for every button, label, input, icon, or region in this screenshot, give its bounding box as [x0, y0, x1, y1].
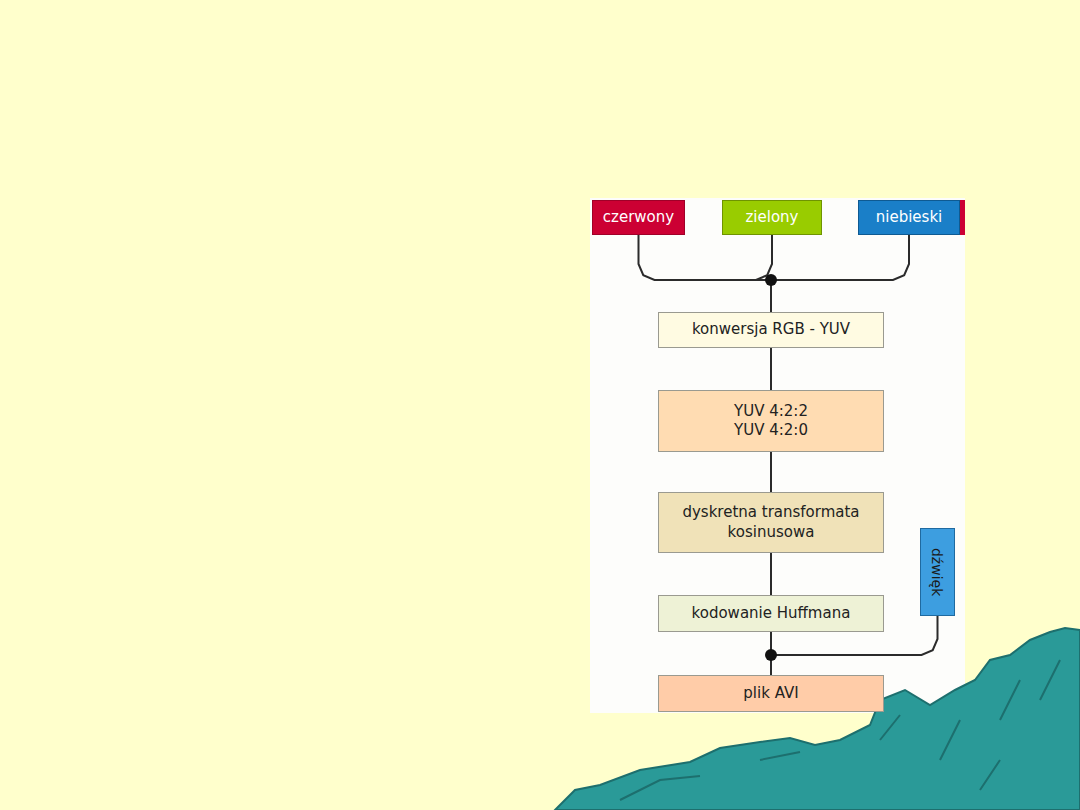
connector-line: [771, 235, 909, 312]
node-label: YUV 4:2:2 YUV 4:2:0: [724, 402, 819, 441]
node-label: konwersja RGB - YUV: [692, 320, 850, 340]
mountain-ridges: [620, 660, 1060, 800]
process-box: konwersja RGB - YUV: [658, 312, 884, 348]
node-label: czerwony: [603, 208, 674, 228]
output-box: plik AVI: [658, 675, 884, 712]
connector-line: [639, 235, 772, 312]
node-label: niebieski: [876, 208, 943, 228]
process-box: kodowanie Huffmana: [658, 595, 884, 632]
color-box: czerwony: [592, 200, 685, 235]
connector-line: [770, 452, 772, 492]
node-label: kodowanie Huffmana: [692, 604, 851, 624]
diagram-panel: [590, 198, 965, 713]
connector-line: [770, 348, 772, 390]
sound-box: dźwięk: [920, 528, 955, 616]
connector-line: [770, 553, 772, 595]
node-label: dyskretna transformata kosinusowa: [671, 503, 871, 542]
junction-dot: [765, 649, 777, 661]
process-box: YUV 4:2:2 YUV 4:2:0: [658, 390, 884, 452]
node-label: zielony: [746, 208, 799, 228]
cut-box-edge: [960, 200, 965, 235]
junction-dot: [765, 274, 777, 286]
process-box: dyskretna transformata kosinusowa: [658, 492, 884, 553]
color-box: zielony: [722, 200, 822, 235]
node-label: dźwięk: [928, 548, 946, 596]
color-box: niebieski: [858, 200, 960, 235]
connector-line: [756, 235, 772, 312]
node-label: plik AVI: [743, 684, 798, 704]
